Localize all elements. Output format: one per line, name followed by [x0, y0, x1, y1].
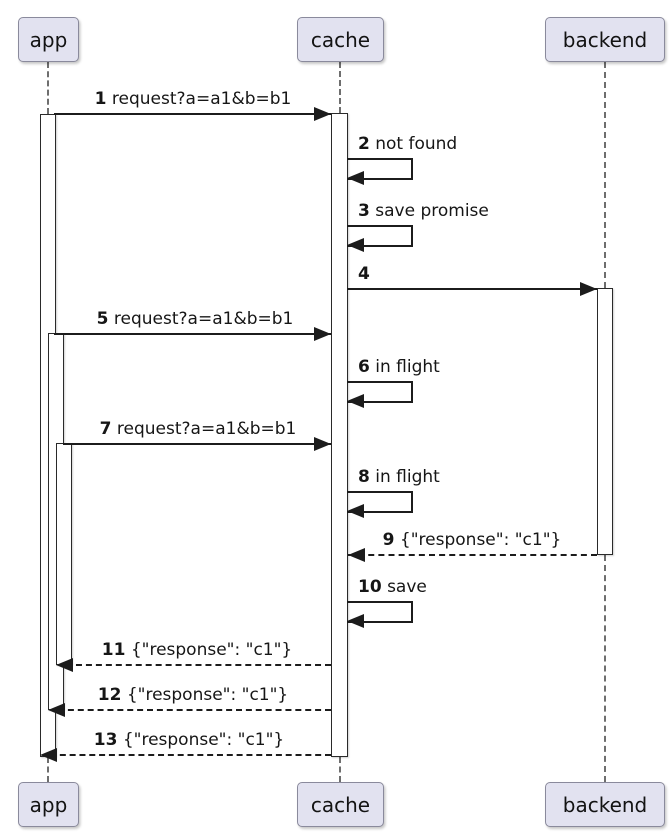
cache-lifeline-lower	[339, 757, 341, 782]
app-activation-3	[56, 443, 72, 665]
message-13-label: 13 {"response": "c1"}	[93, 730, 285, 750]
message-5-label: 5 request?a=a1&b=b1	[96, 309, 294, 329]
arrowhead-left-icon	[347, 238, 364, 252]
message-8-self-arrow	[347, 491, 413, 513]
backend-activation	[597, 288, 613, 555]
message-6-label: 6 in flight	[358, 357, 440, 377]
message-4-arrow	[347, 288, 597, 290]
participant-app-top: app	[18, 17, 79, 62]
backend-lifeline-upper	[604, 62, 606, 288]
app-lifeline-upper	[47, 62, 49, 114]
participant-backend-label: backend	[562, 27, 648, 52]
participant-app-bottom: app	[18, 782, 79, 827]
message-7-arrow	[63, 443, 331, 445]
arrowhead-right-icon	[580, 282, 597, 296]
cache-lifeline-upper	[339, 62, 341, 113]
message-5-arrow	[54, 333, 331, 335]
message-7-label: 7 request?a=a1&b=b1	[99, 419, 297, 439]
participant-backend-label: backend	[562, 792, 648, 817]
arrowhead-right-icon	[314, 327, 331, 341]
message-12-label: 12 {"response": "c1"}	[97, 685, 289, 705]
message-2-self-arrow	[347, 158, 413, 180]
message-13-arrow	[50, 754, 331, 756]
arrowhead-left-icon	[348, 548, 365, 562]
arrowhead-right-icon	[314, 107, 331, 121]
arrowhead-right-icon	[314, 437, 331, 451]
arrowhead-left-icon	[56, 658, 73, 672]
arrowhead-left-icon	[347, 504, 364, 518]
participant-cache-bottom: cache	[297, 782, 384, 827]
participant-app-label: app	[29, 792, 68, 817]
participant-backend-top: backend	[545, 17, 665, 62]
app-lifeline-lower	[47, 757, 49, 782]
arrowhead-left-icon	[347, 171, 364, 185]
message-1-label: 1 request?a=a1&b=b1	[94, 89, 292, 109]
message-3-self-arrow	[347, 225, 413, 247]
cache-activation	[331, 113, 348, 757]
message-12-arrow	[58, 709, 331, 711]
message-6-self-arrow	[347, 381, 413, 403]
message-4-label: 4	[358, 264, 370, 284]
arrowhead-left-icon	[347, 394, 364, 408]
arrowhead-left-icon	[48, 703, 65, 717]
message-8-label: 8 in flight	[358, 467, 440, 487]
arrowhead-left-icon	[347, 614, 364, 628]
participant-cache-top: cache	[297, 17, 384, 62]
message-11-arrow	[66, 664, 331, 666]
message-1-arrow	[54, 113, 331, 115]
message-10-label: 10 save	[358, 577, 427, 597]
participant-backend-bottom: backend	[545, 782, 665, 827]
participant-cache-label: cache	[310, 27, 371, 52]
participant-cache-label: cache	[310, 792, 371, 817]
arrowhead-left-icon	[40, 748, 57, 762]
message-10-self-arrow	[347, 601, 413, 623]
message-2-label: 2 not found	[358, 134, 458, 154]
message-3-label: 3 save promise	[358, 201, 489, 221]
message-9-arrow	[348, 554, 597, 556]
message-11-label: 11 {"response": "c1"}	[101, 640, 293, 660]
backend-lifeline-lower	[604, 555, 606, 782]
participant-app-label: app	[29, 27, 68, 52]
message-9-label: 9 {"response": "c1"}	[382, 530, 562, 550]
